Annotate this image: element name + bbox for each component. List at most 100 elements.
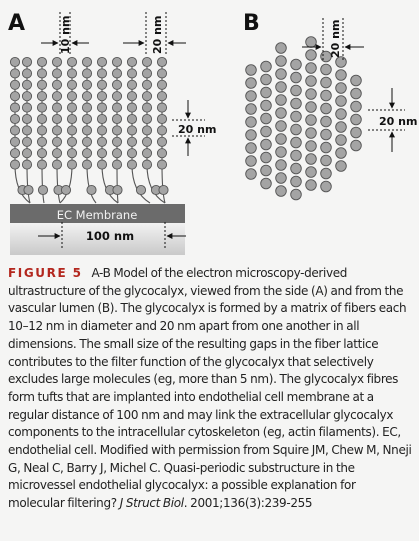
- vertical-spacing-text: 20 nm: [178, 123, 216, 136]
- fiber-beads: [9, 56, 169, 196]
- fiber-bead: [51, 79, 63, 90]
- fiber-bead: [86, 184, 97, 196]
- fiber-bead: [320, 167, 332, 180]
- fiber-bead: [111, 79, 123, 90]
- fiber-bead: [96, 56, 108, 68]
- fiber-bead: [96, 102, 108, 113]
- fiber-bead: [51, 102, 63, 113]
- fiber-bead: [305, 75, 317, 87]
- fiber-bead: [9, 113, 21, 125]
- fiber-bead: [81, 159, 93, 170]
- fiber-bead: [111, 56, 123, 68]
- fiber-bead: [60, 184, 72, 196]
- fiber-bead: [21, 56, 33, 68]
- fiber-bead: [36, 125, 48, 136]
- membrane-label: EC Membrane: [57, 208, 138, 222]
- fiber-bead: [36, 102, 48, 113]
- fiber-bead: [350, 139, 362, 152]
- fiber-bead: [290, 162, 302, 175]
- fiber-bead: [335, 82, 347, 94]
- fiber-bead: [141, 79, 153, 90]
- fiber-bead: [141, 102, 153, 113]
- fiber-bead: [9, 56, 21, 68]
- fiber-bead: [36, 113, 48, 125]
- fiber-bead: [66, 68, 78, 79]
- fiber-bead: [350, 126, 362, 139]
- fiber-bead: [305, 88, 317, 100]
- fiber-bead: [141, 56, 153, 68]
- fiber-bead: [51, 136, 63, 147]
- fiber-bead: [290, 123, 302, 136]
- panel-a-label: A: [8, 11, 25, 36]
- fiber-bead: [126, 148, 138, 159]
- fiber-bead: [156, 56, 168, 68]
- fiber-bead: [126, 159, 138, 170]
- fiber-bead: [260, 151, 272, 164]
- fiber-bead: [275, 185, 287, 197]
- fiber-bead: [66, 125, 78, 136]
- fiber-bead: [245, 90, 257, 102]
- fiber-bead: [350, 113, 362, 126]
- tuft-spacing-text: 100 nm: [86, 229, 134, 243]
- fiber-bead: [320, 180, 332, 193]
- fiber-bead: [51, 159, 63, 170]
- fiber-bead: [9, 79, 21, 90]
- caption-journal: J Struct Biol: [119, 496, 184, 511]
- fiber-bead: [335, 95, 347, 107]
- fiber-bead: [260, 177, 272, 190]
- fiber-bead: [156, 113, 168, 125]
- caption-citation: . 2001;136(3):239-255: [183, 496, 313, 511]
- fiber-bead: [126, 56, 138, 68]
- fiber-bead: [156, 148, 168, 159]
- fiber-bead: [66, 91, 78, 102]
- fiber-bead: [260, 138, 272, 151]
- fiber-bead: [305, 114, 317, 126]
- fiber-spacing-text: 20 nm: [151, 16, 164, 54]
- fiber-bead: [245, 142, 257, 154]
- fiber-bead: [111, 148, 123, 159]
- fiber-bead: [81, 113, 93, 125]
- fiber-bead: [36, 56, 48, 68]
- fiber-bead: [156, 91, 168, 102]
- fiber-bead: [275, 42, 287, 54]
- fiber-bead: [111, 102, 123, 113]
- fiber-bead: [51, 56, 63, 68]
- fiber-bead: [290, 58, 302, 71]
- fiber-bead: [21, 125, 33, 136]
- fiber-bead: [245, 129, 257, 141]
- fiber-bead: [305, 49, 317, 61]
- fiber-bead: [320, 154, 332, 167]
- fiber-bead: [320, 102, 332, 115]
- fiber-bead: [275, 120, 287, 132]
- fiber-bead: [96, 79, 108, 90]
- fiber-bead: [21, 136, 33, 147]
- fiber-bead: [126, 113, 138, 125]
- fiber-bead: [23, 184, 34, 196]
- fiber-bead: [245, 77, 257, 89]
- fiber-bead: [290, 175, 302, 188]
- ec-membrane: [10, 204, 185, 223]
- fiber-bead: [66, 56, 78, 68]
- figure-caption: FIGURE 5 A-B Model of the electron micro…: [8, 265, 414, 513]
- fiber-bead: [111, 91, 123, 102]
- fiber-bead: [141, 136, 153, 147]
- fiber-bead: [126, 102, 138, 113]
- fiber-bead: [260, 125, 272, 138]
- b-right-spacing-text: 20 nm: [379, 115, 417, 128]
- fiber-bead: [335, 121, 347, 133]
- fiber-bead: [260, 164, 272, 177]
- fiber-bead: [36, 79, 48, 90]
- fiber-bead: [320, 115, 332, 128]
- fiber-bead: [66, 113, 78, 125]
- panel-b-label: B: [243, 11, 260, 36]
- fiber-bead: [290, 149, 302, 162]
- fiber-bead: [96, 125, 108, 136]
- fiber-bead: [290, 188, 302, 201]
- fiber-bead: [275, 133, 287, 145]
- fiber-bead: [96, 68, 108, 79]
- fiber-bead: [21, 68, 33, 79]
- fiber-bead: [320, 128, 332, 141]
- fiber-bead: [260, 99, 272, 112]
- fiber-bead: [36, 136, 48, 147]
- fiber-bead: [320, 141, 332, 154]
